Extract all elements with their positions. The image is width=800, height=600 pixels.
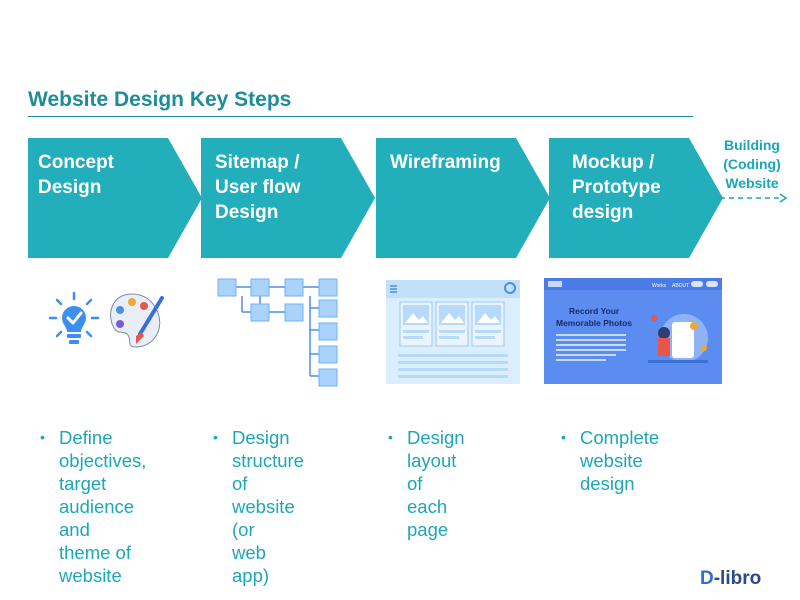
description-text: Design layout of each page bbox=[407, 427, 465, 540]
step-label: Wireframing bbox=[390, 152, 501, 173]
description-text: Complete website design bbox=[580, 427, 660, 494]
step-label: Mockup / Prototype design bbox=[572, 152, 661, 223]
lightbulb-icon bbox=[48, 291, 100, 344]
page-title: Website Design Key Steps bbox=[28, 88, 292, 111]
palette-icon bbox=[110, 293, 164, 348]
chevron-shape bbox=[201, 138, 375, 258]
step-concept-design: Concept Design bbox=[28, 138, 202, 258]
description-text: Define objectives, target audience and t… bbox=[59, 427, 147, 586]
wireframe-icon bbox=[386, 280, 520, 384]
description-text: Design structure of website (or web app) bbox=[232, 427, 304, 586]
dashed-arrow-icon bbox=[720, 193, 788, 203]
bullet-dot: • bbox=[213, 429, 218, 445]
bullet-dot: • bbox=[388, 429, 393, 445]
step-label: Sitemap / User flow Design bbox=[215, 152, 301, 223]
d-libro-logo: D-libro bbox=[700, 568, 761, 590]
svg-text:Memorable Photos: Memorable Photos bbox=[556, 318, 632, 328]
step-wireframing: Wireframing bbox=[376, 138, 550, 258]
final-step-building: Building (Coding) Website bbox=[723, 137, 781, 191]
sitemap-flow-icon bbox=[217, 278, 338, 387]
svg-text:Works: Works bbox=[652, 283, 667, 289]
svg-text:ABOUT: ABOUT bbox=[672, 283, 689, 289]
bullet-dot: • bbox=[561, 429, 566, 445]
step-label: Concept Design bbox=[38, 152, 114, 198]
step-sitemap-design: Sitemap / User flow Design bbox=[201, 138, 375, 258]
logo-d: D bbox=[700, 568, 714, 589]
chevron-shape bbox=[28, 138, 202, 258]
bullet-dot: • bbox=[40, 429, 45, 445]
chevron-shape bbox=[549, 138, 723, 258]
logo-text: -libro bbox=[713, 568, 762, 589]
title-underline bbox=[28, 116, 693, 117]
chevron-shape bbox=[376, 138, 550, 258]
svg-text:Record Your: Record Your bbox=[569, 306, 620, 316]
step-mockup-design: Mockup / Prototype design bbox=[549, 138, 723, 258]
mockup-icon: Works ABOUT Record Your Memorable Photos bbox=[544, 278, 722, 384]
lightbulb-palette-icon bbox=[48, 291, 164, 348]
